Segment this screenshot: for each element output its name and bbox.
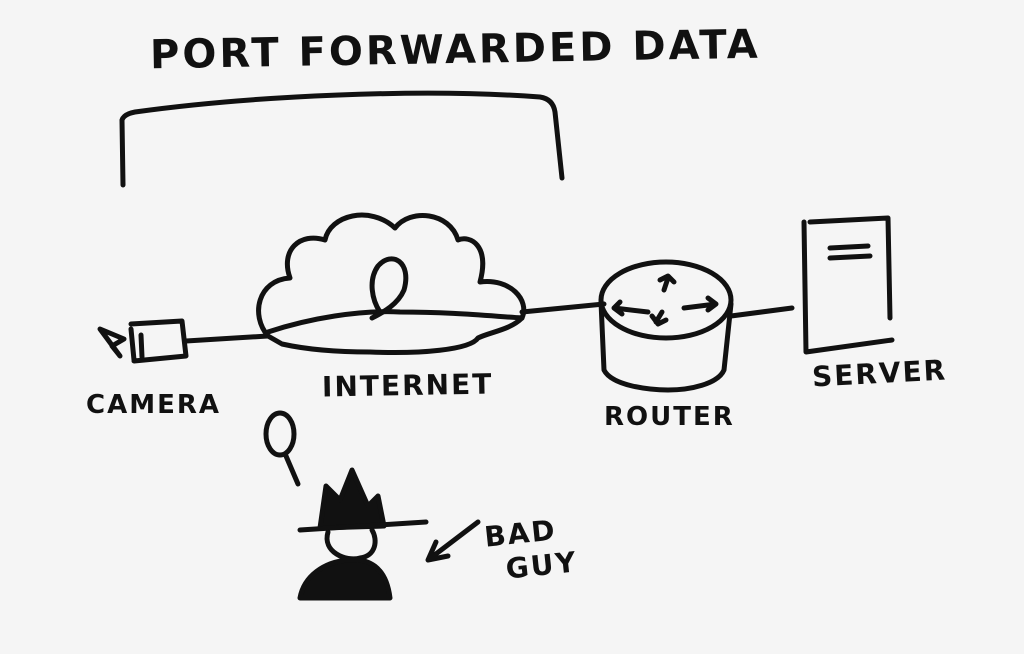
router-label: ROUTER [604,402,735,432]
arrow-icon [425,519,481,563]
router-icon [598,259,734,393]
bad-guy-label: BAD GUY [483,511,580,587]
hat-icon [317,467,387,531]
port-forward-bracket [119,90,565,188]
camera-label: CAMERA [86,390,221,420]
camera-icon [97,318,189,364]
cloud-icon [256,212,527,355]
server-icon [801,215,895,355]
server-label: SERVER [811,353,948,394]
link-internet-router [519,301,607,315]
magnifying-glass-icon [263,410,301,487]
link-router-server [728,305,795,319]
link-camera-internet [183,333,271,344]
bad-guy-figure [297,467,429,601]
diagram-title: PORT FORWARDED DATA [149,21,761,79]
internet-label: INTERNET [321,367,494,404]
body [297,557,393,601]
